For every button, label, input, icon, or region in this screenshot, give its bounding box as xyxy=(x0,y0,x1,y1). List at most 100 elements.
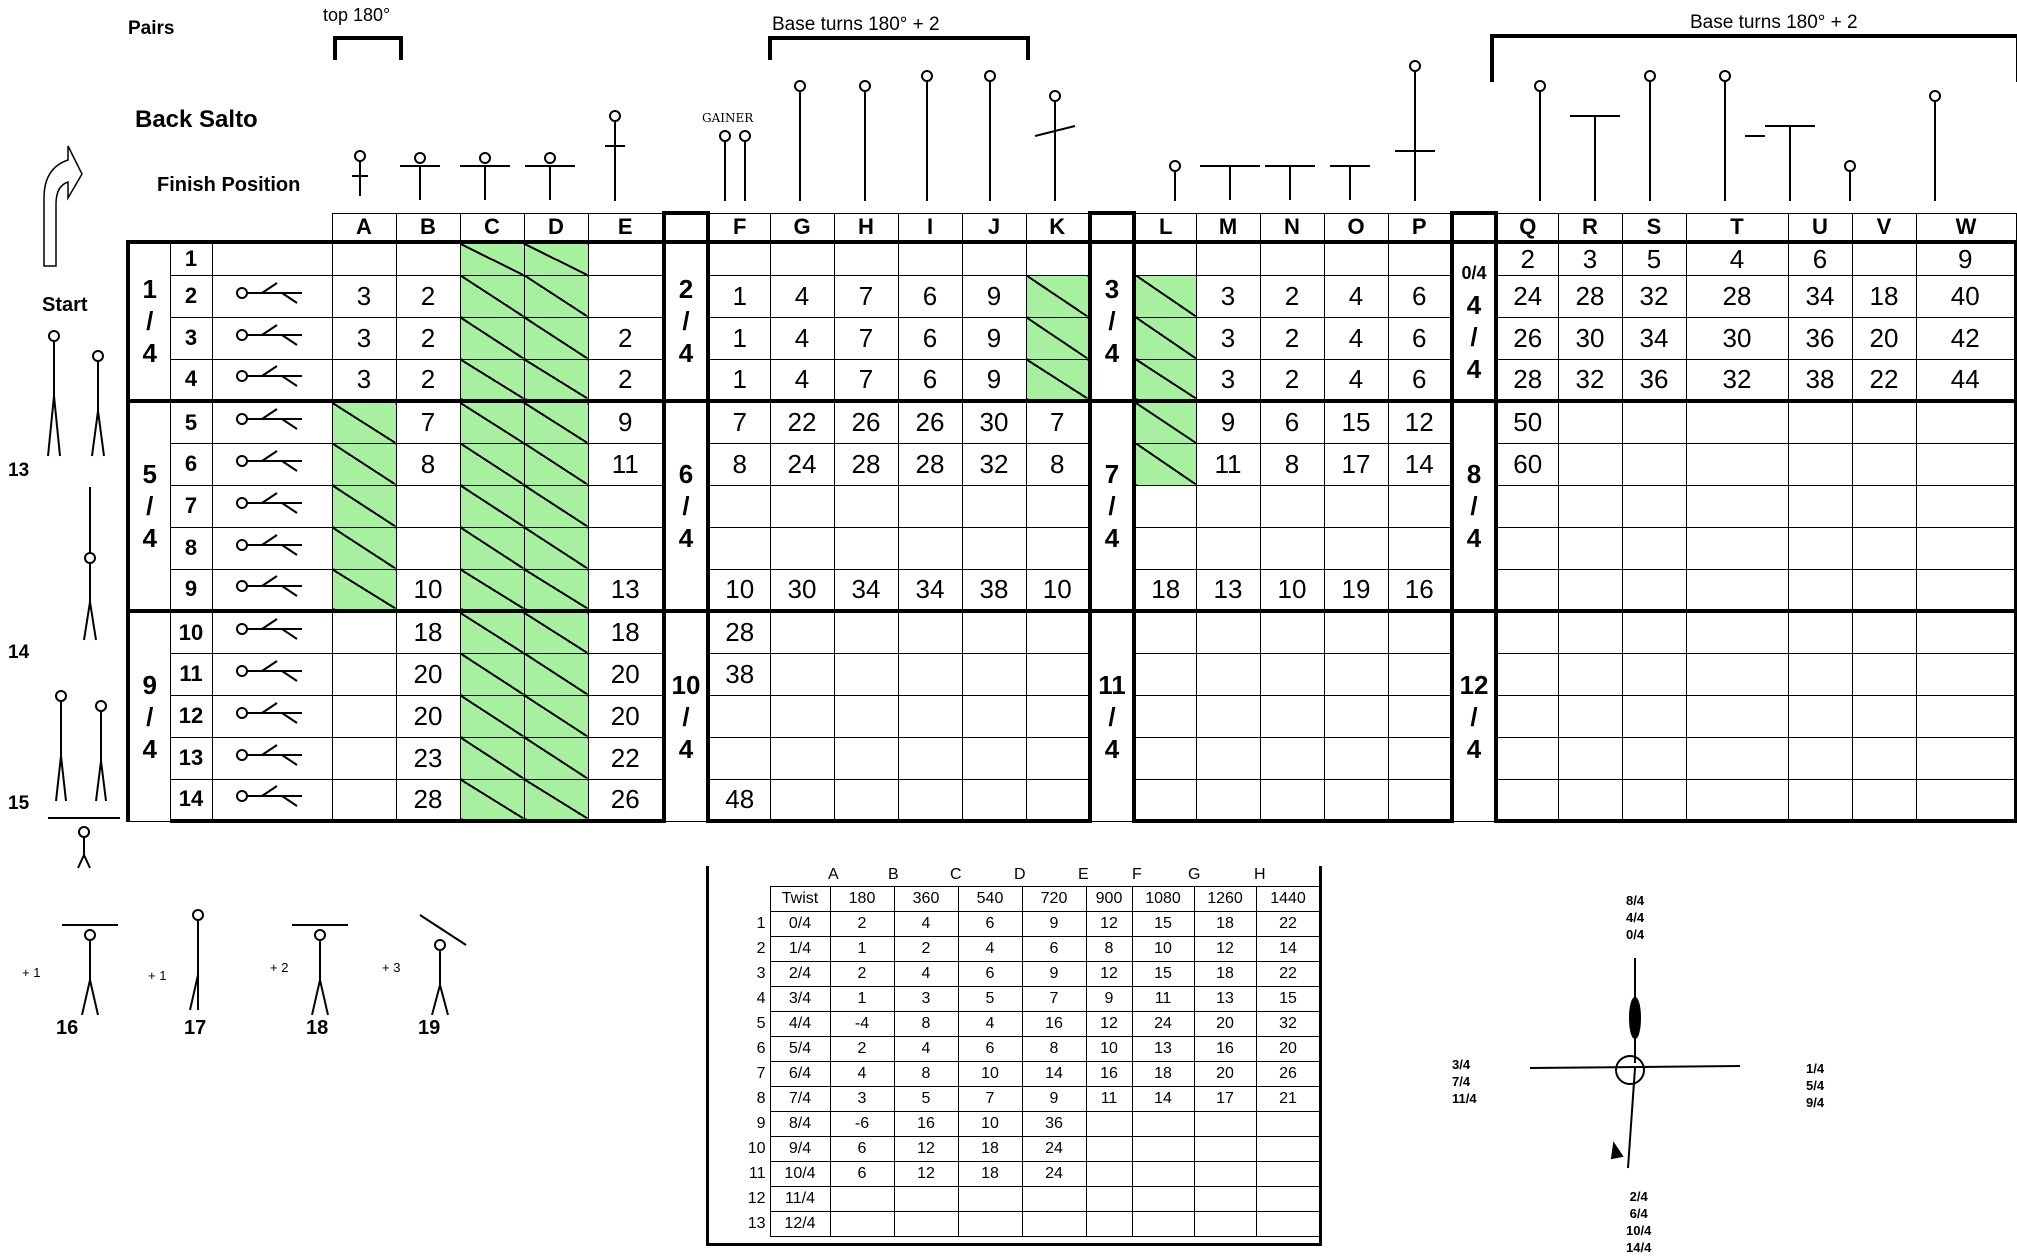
cell-o-4: 4 xyxy=(1323,358,1389,402)
rotation-bottom-2: 6/4 xyxy=(1629,1206,1648,1221)
cell-j-13 xyxy=(961,736,1027,780)
cell-k-1 xyxy=(1025,239,1091,276)
group-label-part: 4 xyxy=(142,733,157,764)
group-label-part: 4 xyxy=(1466,733,1482,764)
cell-r-7 xyxy=(1557,484,1623,528)
group-label-part: / xyxy=(682,306,690,337)
cell-l-13 xyxy=(1133,736,1197,780)
cell-a-13 xyxy=(331,736,397,780)
start-position-figure xyxy=(211,316,333,360)
table-row: 7 xyxy=(128,484,2017,528)
cell-e-14: 26 xyxy=(587,778,665,823)
header-spacer xyxy=(128,213,170,242)
rotation-right-1: 1/4 xyxy=(1806,1061,1825,1076)
group-label-part: 8 xyxy=(1466,459,1482,489)
cell-o-1 xyxy=(1323,239,1389,276)
cell-p-13 xyxy=(1387,736,1453,780)
rotation-labels-right: 1/4 5/4 9/4 xyxy=(1806,1060,1824,1111)
twist-cell: 12 xyxy=(1085,911,1133,937)
twist-cell xyxy=(1131,1211,1195,1237)
cell-p-2: 6 xyxy=(1387,274,1453,318)
cell-l-4 xyxy=(1133,358,1197,402)
cell-f-1 xyxy=(707,239,771,276)
twist-cell: 5 xyxy=(957,986,1023,1012)
cell-u-11 xyxy=(1787,652,1853,696)
twist-cell: 15 xyxy=(1131,961,1195,987)
row-number: 10 xyxy=(169,609,213,654)
row-number: 1 xyxy=(169,239,213,276)
cell-h-8 xyxy=(833,526,899,570)
twist-cell xyxy=(893,1211,959,1237)
cell-g-2: 4 xyxy=(769,274,835,318)
twist-letter-f: F xyxy=(1132,866,1142,883)
group-label-part: 10 xyxy=(671,669,701,700)
twist-cell xyxy=(1193,1111,1257,1137)
twist-letter-g: G xyxy=(1188,866,1201,883)
twist-header-spacer xyxy=(720,887,770,912)
cell-j-1 xyxy=(961,239,1027,276)
cell-o-5: 15 xyxy=(1323,399,1389,444)
cell-p-9: 16 xyxy=(1387,568,1453,612)
bottom-figures: + 1 + 1 + 2 + 3 16 17 18 19 xyxy=(20,905,480,1045)
cell-g-5: 22 xyxy=(769,399,835,444)
cell-c-5 xyxy=(459,399,525,444)
cell-m-1 xyxy=(1195,239,1261,276)
group-label-part: / xyxy=(682,701,690,732)
twist-header-cell: 900 xyxy=(1085,886,1133,912)
cell-g-1 xyxy=(769,239,835,276)
cell-l-14 xyxy=(1133,778,1197,823)
cell-j-4: 9 xyxy=(961,358,1027,402)
twist-header-cell: 180 xyxy=(829,886,895,912)
twist-cell: 26 xyxy=(1255,1061,1321,1087)
cell-u-7 xyxy=(1787,484,1853,528)
rotation-bottom-4: 14/4 xyxy=(1626,1240,1652,1255)
cell-f-3: 1 xyxy=(707,316,771,360)
group-label-sep: 10/4 xyxy=(662,609,710,822)
cell-g-8 xyxy=(769,526,835,570)
cell-q-10 xyxy=(1495,609,1559,654)
cell-o-14 xyxy=(1323,778,1389,823)
cell-j-11 xyxy=(961,652,1027,696)
cell-j-6: 32 xyxy=(961,442,1027,486)
twist-cell: 6 xyxy=(957,911,1023,937)
cell-i-2: 6 xyxy=(897,274,963,318)
column-header-p: P xyxy=(1387,212,1453,242)
twist-row-number: 4 xyxy=(756,990,766,1007)
group-label-part: 2 xyxy=(678,274,694,305)
start-position-figure xyxy=(211,484,333,528)
cell-s-13 xyxy=(1621,736,1687,780)
twist-header-cell: 720 xyxy=(1021,886,1087,912)
twist-cell: 3 xyxy=(893,986,959,1012)
cell-f-5: 7 xyxy=(707,399,771,444)
cell-s-14 xyxy=(1621,778,1687,823)
cell-f-14: 48 xyxy=(707,778,771,823)
cell-a-5 xyxy=(331,399,397,444)
cell-a-10 xyxy=(331,609,397,654)
cell-q-6: 60 xyxy=(1495,442,1559,486)
cell-v-13 xyxy=(1851,736,1917,780)
cell-v-6 xyxy=(1851,442,1917,486)
cell-a-2: 3 xyxy=(331,274,397,318)
cell-l-10 xyxy=(1133,609,1197,654)
twist-letter-h: H xyxy=(1254,866,1266,883)
cell-d-9 xyxy=(523,568,589,612)
cell-d-13 xyxy=(523,736,589,780)
cell-e-4: 2 xyxy=(587,358,665,402)
twist-cell: 17 xyxy=(1193,1086,1257,1112)
twist-cell xyxy=(1085,1211,1133,1237)
cell-i-13 xyxy=(897,736,963,780)
cell-g-7 xyxy=(769,484,835,528)
cell-n-5: 6 xyxy=(1259,399,1325,444)
cell-f-12 xyxy=(707,694,771,738)
cell-s-6 xyxy=(1621,442,1687,486)
cell-b-10: 18 xyxy=(395,609,461,654)
twist-cell xyxy=(1131,1111,1195,1137)
twist-cell: 3 xyxy=(829,1086,895,1112)
cell-j-10 xyxy=(961,609,1027,654)
